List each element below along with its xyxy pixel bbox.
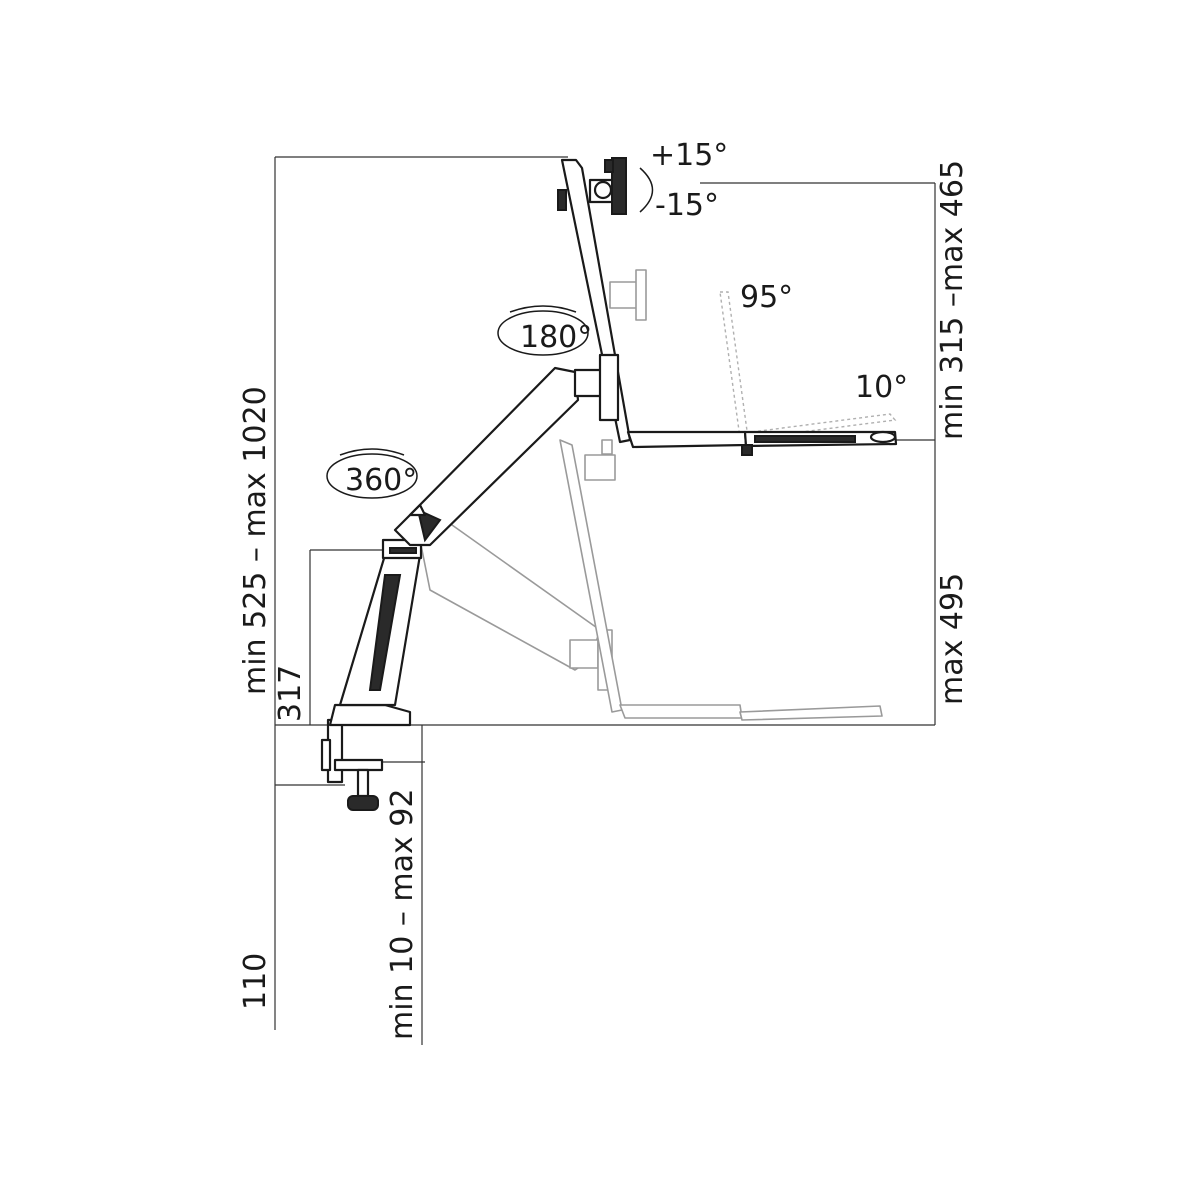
label-rotate-base: 360°: [345, 463, 417, 498]
label-screen-tilt: 95°: [740, 280, 793, 315]
tilt-arc: [639, 167, 654, 213]
rotation-indicators: [326, 167, 654, 499]
label-overall-height: min 525 – max 1020: [238, 386, 273, 695]
label-tray-tilt: 10°: [855, 370, 908, 405]
desk-clamp: [320, 718, 384, 811]
column-and-tray: [557, 158, 898, 456]
lowered-position-ghost: [419, 269, 897, 721]
rotation-360-ellipse: [326, 453, 418, 499]
label-pole-height: 317: [273, 665, 308, 722]
label-tilt-down: -15°: [655, 188, 719, 223]
rotation-360-arrow: [339, 448, 405, 456]
label-clamp-depth: 110: [238, 953, 273, 1010]
label-rotate-arm: 180°: [520, 320, 592, 355]
base-pole: [328, 538, 423, 727]
label-lower-height: max 495: [935, 573, 970, 705]
label-tray-height: min 315 –max 465: [935, 160, 970, 440]
monitor-head: [588, 157, 627, 215]
rotation-180-arrow: [509, 305, 577, 313]
label-desk-thickness: min 10 – max 92: [385, 789, 420, 1040]
label-tilt-up: +15°: [650, 138, 728, 173]
rotation-180-ellipse: [497, 310, 589, 356]
